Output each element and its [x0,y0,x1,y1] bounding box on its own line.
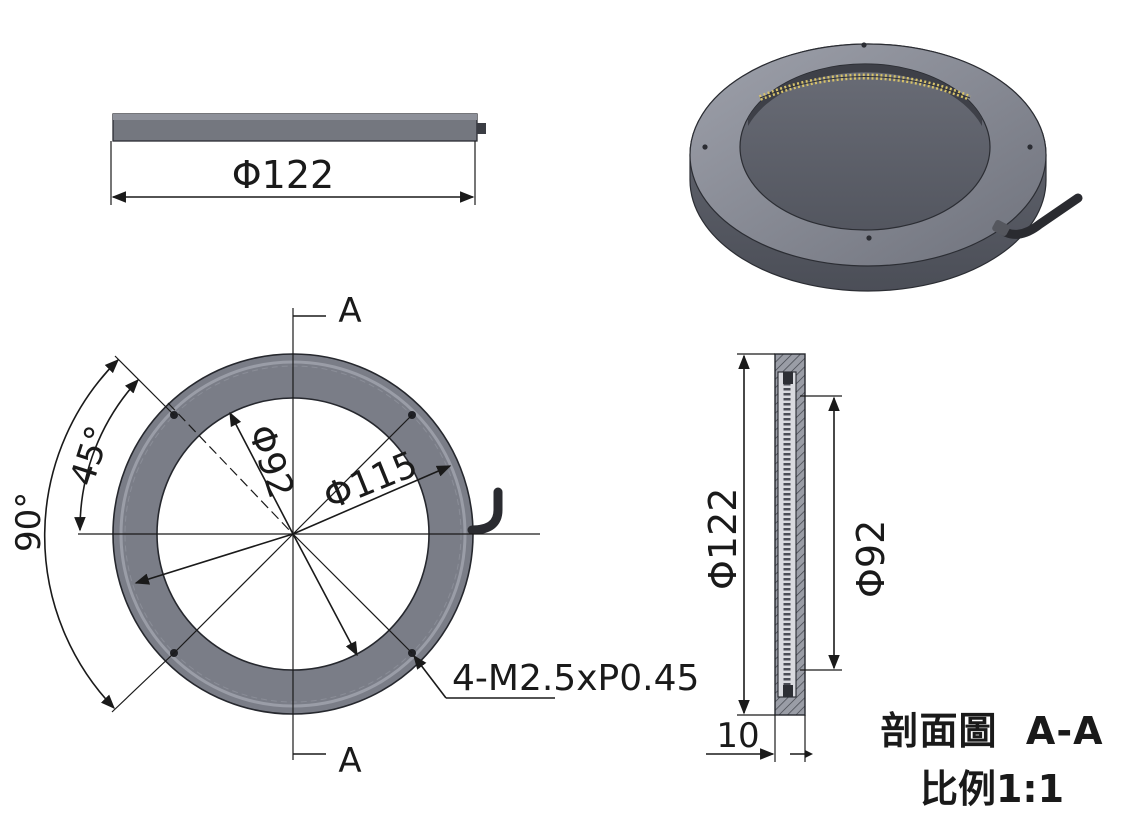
iso-screw-hole-bottom [866,235,872,241]
iso-top-face [689,43,1047,267]
ext-45-top [114,355,175,416]
iso-screw-hole-right [1027,144,1033,150]
angle-90-label: 90° [9,492,49,552]
section-label-bottom: A [338,741,361,781]
section-led-cap-bottom [783,685,793,697]
section-label-top: A [338,291,361,331]
leader-inner-bottom [292,533,358,657]
section-caption-title: 剖面圖 A-A [880,709,1104,753]
front-cable [467,487,503,535]
side-view: Φ122 [110,113,486,205]
dimension-section-outer-label: Φ122 [701,488,745,590]
dimension-inner-diameter-label: Φ92 [239,420,301,503]
dimension-thickness-label: 10 [716,716,759,756]
ray-ne [292,414,413,535]
front-view: A A Φ92 Φ115 45° 90° 4-M2.5xP0.45 [9,291,699,781]
diagonal-center-line [167,402,294,535]
angle-45-label: 45° [63,421,120,491]
isometric-view [689,42,1083,292]
section-caption-scale: 比例1:1 [919,767,1065,811]
ray-se [292,533,413,654]
iso-screw-hole-left [702,144,708,150]
thread-leader [413,654,447,699]
iso-inner-wall [748,64,982,126]
leader-hole-circle-left [134,533,294,585]
leader-hole-circle-right [292,465,452,535]
thread-callout-label: 4-M2.5xP0.45 [452,658,699,699]
arc-90 [43,358,120,710]
dimension-section-inner-label: Φ92 [849,520,893,598]
arc-45 [74,378,139,532]
iso-cable-connector [992,220,1010,236]
iso-screw-hole-top [861,42,867,48]
cable-stub [477,123,486,134]
ring-side-highlight [113,114,477,120]
section-led-cap-top [783,372,793,384]
ray-sw [173,533,294,654]
dimension-hole-circle-label: Φ115 [318,444,423,518]
thickness-arrowhead [805,750,813,758]
dimension-width-label: Φ122 [232,153,334,197]
leader-inner-top [229,411,294,535]
iso-led-strip-edge [759,76,971,99]
ext-90-bottom [111,652,175,713]
section-view: Φ122 Φ92 10 [701,353,893,762]
